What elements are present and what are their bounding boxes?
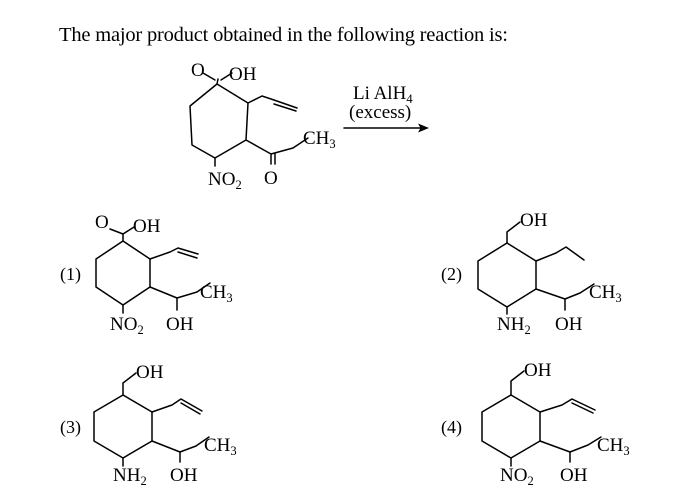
reactant-methyl: CH3 — [303, 128, 336, 151]
option-2-ring — [477, 242, 537, 308]
option-4-alcohol-oh: OH — [560, 465, 588, 486]
reagent-label: Li AlH4 — [353, 83, 413, 106]
option-2-methyl: CH3 — [589, 282, 622, 305]
option-2-amine: NH2 — [497, 314, 531, 337]
reactant-ketone-oxygen: O — [264, 168, 278, 189]
option-4-ch2oh: OH — [524, 360, 552, 381]
reagent-condition: (excess) — [349, 102, 411, 123]
option-1-carboxyl-oh: OH — [133, 216, 161, 237]
option-4[interactable]: (4) OH CH3 OH NO2 — [441, 360, 630, 488]
option-2-label: (2) — [441, 264, 462, 285]
option-1-alcohol-bonds — [149, 282, 211, 311]
option-1-nitro: NO2 — [110, 314, 144, 337]
option-1-label: (1) — [60, 264, 81, 285]
option-3-alcohol-oh: OH — [170, 465, 198, 486]
option-4-methyl: CH3 — [597, 435, 630, 458]
option-3-ch2oh-bonds — [122, 372, 137, 396]
option-1-vinyl-bonds — [149, 247, 199, 260]
option-1-carbonyl-oxygen: O — [95, 212, 109, 233]
option-4-alcohol-bonds — [539, 436, 602, 463]
reactant-carboxyl-bonds — [202, 72, 233, 85]
option-4-vinyl-bonds — [539, 398, 596, 414]
option-4-nitro: NO2 — [500, 465, 534, 488]
option-4-ring — [481, 394, 541, 459]
option-2-alcohol-oh: OH — [555, 314, 583, 335]
option-2[interactable]: (2) OH CH3 OH NH2 — [441, 210, 622, 337]
option-2-alcohol-bonds — [535, 283, 595, 311]
option-1-alcohol-oh: OH — [166, 314, 194, 335]
option-1-ring — [95, 240, 151, 306]
option-3-vinyl-bonds — [151, 398, 203, 415]
reactant-ketone-bonds — [245, 137, 309, 165]
question-text: The major product obtained in the follow… — [59, 24, 508, 46]
reactant-carbonyl-oxygen: O — [191, 60, 205, 81]
reactant-nitro: NO2 — [208, 169, 242, 192]
option-3-methyl: CH3 — [204, 435, 237, 458]
reactant-structure: O OH CH3 O NO2 — [189, 60, 336, 192]
reactant-ring — [189, 83, 249, 159]
option-3[interactable]: (3) OH CH3 OH NH2 — [60, 362, 237, 488]
reaction-arrow-group: Li AlH4 (excess) — [343, 83, 429, 133]
reaction-arrow-head — [418, 123, 429, 133]
reactant-vinyl-bonds — [247, 95, 298, 112]
option-1-methyl: CH3 — [200, 282, 233, 305]
option-3-label: (3) — [60, 417, 81, 438]
option-1[interactable]: (1) O OH CH3 OH NO2 — [60, 212, 233, 337]
reactant-carboxyl-oh: OH — [229, 64, 257, 85]
option-3-alcohol-bonds — [151, 436, 210, 463]
option-2-ch2oh-bonds — [506, 221, 521, 244]
option-3-amine: NH2 — [113, 465, 147, 488]
option-4-ch2oh-bonds — [510, 370, 525, 396]
option-1-carboxyl-bonds — [109, 226, 135, 242]
option-2-ch2oh: OH — [520, 210, 548, 231]
option-2-ethyl-bonds — [535, 246, 585, 262]
option-4-label: (4) — [441, 417, 462, 438]
option-3-ch2oh: OH — [136, 362, 164, 383]
option-3-ring — [93, 394, 153, 459]
